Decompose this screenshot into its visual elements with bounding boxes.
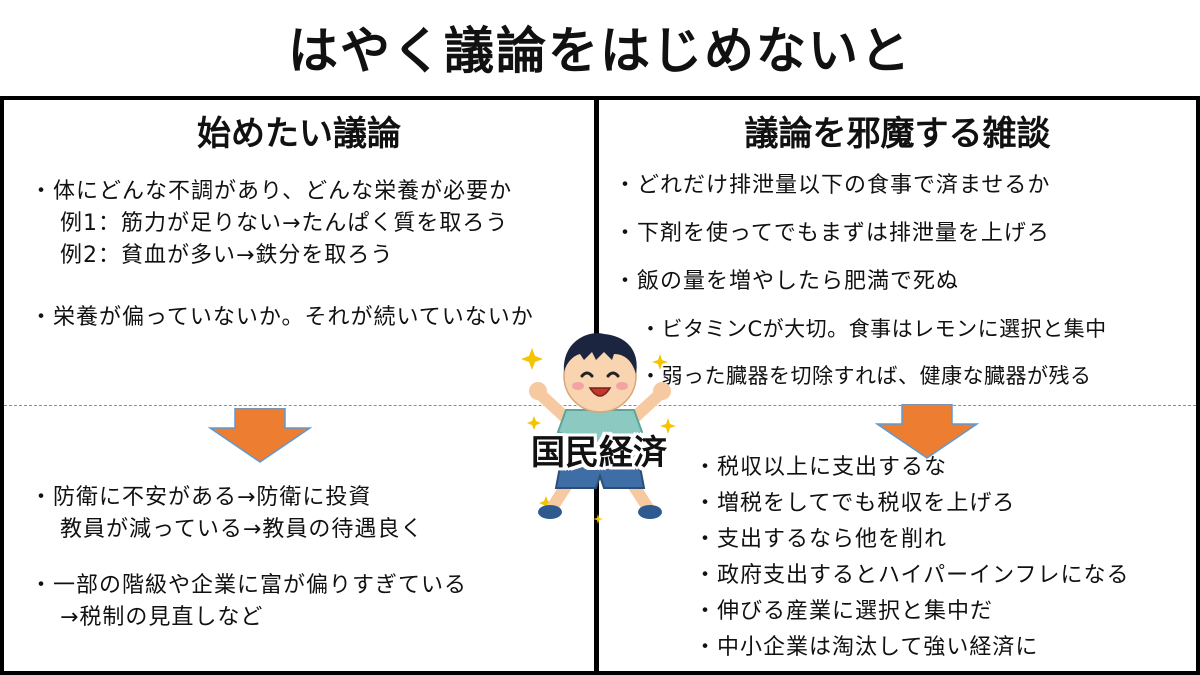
frame-left-border — [0, 96, 4, 675]
right-bottom-line-4: ・政府支出するとハイパーインフレになる — [694, 563, 1130, 588]
right-heading: 議論を邪魔する雑談 — [744, 114, 1051, 154]
right-top-line-2: ・下剤を使ってでもまずは排泄量を上げろ — [614, 221, 1050, 246]
right-top-line-1: ・どれだけ排泄量以下の食事で済ませるか — [614, 173, 1051, 198]
right-bottom-line-2: ・増税をしてでも税収を上げろ — [694, 491, 1016, 516]
frame-bottom-border — [0, 671, 1200, 675]
frame-right-border — [1196, 96, 1200, 675]
right-top-line-4: ・ビタミンCが大切。食事はレモンに選択と集中 — [640, 317, 1107, 341]
left-top-line-3: 例2：貧血が多い→鉄分を取ろう — [60, 243, 394, 268]
page-title: はやく議論をはじめないと — [288, 22, 912, 80]
right-bottom-line-5: ・伸びる産業に選択と集中だ — [694, 599, 994, 624]
left-heading: 始めたい議論 — [197, 114, 401, 154]
down-arrow-icon — [875, 404, 979, 459]
right-bottom-line-1: ・税収以上に支出するな — [694, 455, 948, 480]
down-arrow-icon — [208, 408, 312, 463]
right-bottom-line-6: ・中小企業は淘汰して強い経済に — [694, 635, 1039, 660]
left-top-line-4: ・栄養が偏っていないか。それが続いていないか — [30, 305, 534, 330]
left-top-line-1: ・体にどんな不調があり、どんな栄養が必要か — [30, 179, 513, 204]
left-top-line-2: 例1：筋力が足りない→たんぱく質を取ろう — [60, 211, 509, 236]
left-bottom-line-4: →税制の見直しなど — [60, 605, 264, 630]
left-bottom-line-3: ・一部の階級や企業に富が偏りすぎている — [30, 573, 468, 598]
right-top-line-3: ・飯の量を増やしたら肥満で死ぬ — [614, 269, 960, 294]
right-top-line-5: ・弱った臓器を切除すれば、健康な臓器が残る — [640, 364, 1092, 388]
frame-top-border — [0, 96, 1200, 100]
boy-mascot-icon — [521, 333, 676, 524]
left-bottom-line-1: ・防衛に不安がある→防衛に投資 — [30, 485, 372, 510]
right-bottom-line-3: ・支出するなら他を削れ — [694, 527, 948, 552]
left-bottom-line-2: 教員が減っている→教員の待遇良く — [60, 517, 424, 542]
center-label: 国民経済 — [531, 433, 667, 473]
